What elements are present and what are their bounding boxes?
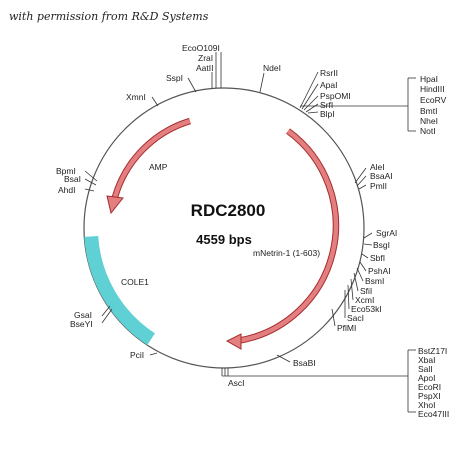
site-label: BseYI: [70, 319, 93, 329]
site-label: GsaI: [74, 310, 92, 320]
credit-text: with permission from R&D Systems: [9, 10, 209, 23]
site-label: PshAI: [368, 266, 391, 276]
site-label: XbaI: [418, 355, 436, 365]
site-label: NdeI: [263, 63, 281, 73]
site-label: XmnI: [126, 92, 146, 102]
site-label: ApaI: [320, 80, 338, 90]
site-label: Eco47III: [418, 409, 449, 419]
cole1-feature: [84, 235, 156, 346]
site-label: HpaI: [420, 74, 438, 84]
plasmid-backbone: [83, 87, 365, 369]
amp-label: AMP: [149, 162, 168, 172]
site-label: NheI: [420, 116, 438, 126]
site-label: EcoRV: [420, 95, 447, 105]
site-label: AscI: [228, 378, 245, 388]
site-label: SacI: [347, 313, 364, 323]
site-label: PspXI: [418, 391, 441, 401]
site-label: SbfI: [370, 253, 385, 263]
insert-label: mNetrin-1 (1-603): [253, 248, 320, 258]
site-label: SfiI: [360, 286, 372, 296]
site-label: XhoI: [418, 400, 436, 410]
site-label: BstZ17I: [418, 346, 447, 356]
site-label: PciI: [130, 350, 144, 360]
site-label: PspOMI: [320, 91, 351, 101]
insert-arrowhead: [225, 333, 242, 350]
site-label: AatII: [196, 63, 213, 73]
site-label: BlpI: [320, 109, 335, 119]
insert-feature-arrow: [236, 128, 340, 345]
cole1-label: COLE1: [121, 277, 149, 287]
site-label: SalI: [418, 364, 433, 374]
site-label: SspI: [166, 73, 183, 83]
site-label: ApoI: [418, 373, 436, 383]
site-label: Eco53kI: [351, 304, 382, 314]
amp-arrowhead: [106, 195, 124, 215]
plasmid-size: 4559 bps: [196, 232, 252, 247]
site-label: SgrAI: [376, 228, 397, 238]
site-label: EcoO109I: [182, 43, 220, 53]
site-label: SrfI: [320, 100, 333, 110]
site-label: AleI: [370, 162, 385, 172]
amp-feature-arrow: [111, 117, 191, 198]
site-label: XcmI: [355, 295, 374, 305]
site-label: RsrII: [320, 68, 338, 78]
site-label: PmlI: [370, 181, 387, 191]
site-label: NotI: [420, 126, 436, 136]
site-label: BsaAI: [370, 171, 393, 181]
site-label: BmtI: [420, 106, 437, 116]
site-label: BsmI: [365, 276, 384, 286]
site-label: BsaI: [64, 174, 81, 184]
plasmid-name: RDC2800: [191, 201, 266, 220]
site-label: HindIII: [420, 84, 445, 94]
site-label: EcoRI: [418, 382, 441, 392]
site-label: AhdI: [58, 185, 76, 195]
site-label: ZraI: [198, 53, 213, 63]
site-label: BpmI: [56, 166, 76, 176]
site-label: BsaBI: [293, 358, 316, 368]
site-label: BsgI: [373, 240, 390, 250]
site-label: PflMI: [337, 323, 356, 333]
